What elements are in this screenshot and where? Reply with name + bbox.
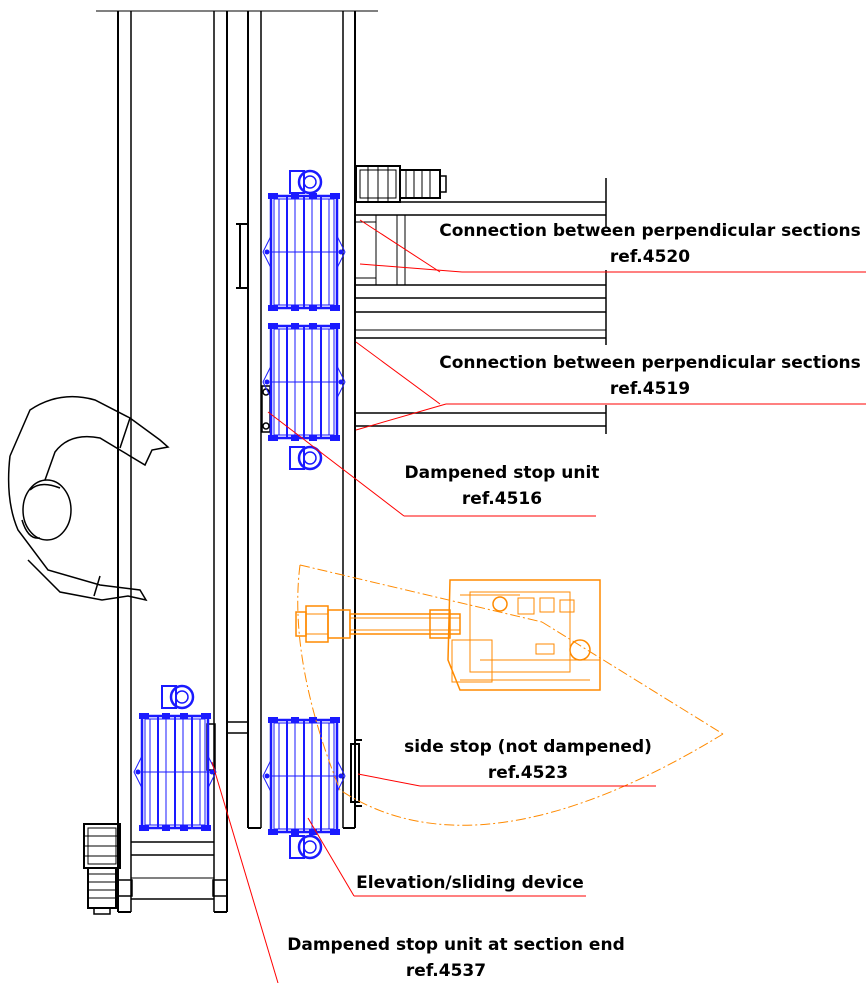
callout-stop-4537: Dampened stop unit at section end ref.45… [287,935,625,981]
pallet-carrier-icon [261,169,347,313]
callout-stop-4516: Dampened stop unit ref.4516 [405,463,600,509]
callout-ref: ref.4523 [488,763,568,783]
callout-label: Dampened stop unit at section end [287,935,625,955]
pallet-carrier-icon [261,715,347,860]
leader-lines [211,219,866,984]
callout-label: Connection between perpendicular section… [439,353,860,373]
operator-figure-icon [7,395,170,602]
callout-conn-4519: Connection between perpendicular section… [439,353,860,399]
geared-motor-icon [355,165,447,203]
pallet-carrier-icon [132,684,218,833]
callout-ref: ref.4520 [610,247,690,267]
callout-label: Connection between perpendicular section… [439,221,860,241]
callout-conn-4520: Connection between perpendicular section… [439,221,860,267]
robot-arm-icon [295,564,724,826]
callout-label: Elevation/sliding device [356,873,584,893]
pallet-carrier-icon [261,321,347,471]
callout-label: side stop (not dampened) [404,737,652,757]
callout-elevation: Elevation/sliding device [356,873,584,893]
callout-ref: ref.4516 [462,489,542,509]
callout-side-4523: side stop (not dampened) ref.4523 [404,737,652,783]
callout-label: Dampened stop unit [405,463,600,483]
callout-ref: ref.4537 [406,961,486,981]
geared-motor-icon [83,823,121,915]
conveyor-frame [96,10,607,913]
callout-ref: ref.4519 [610,379,690,399]
